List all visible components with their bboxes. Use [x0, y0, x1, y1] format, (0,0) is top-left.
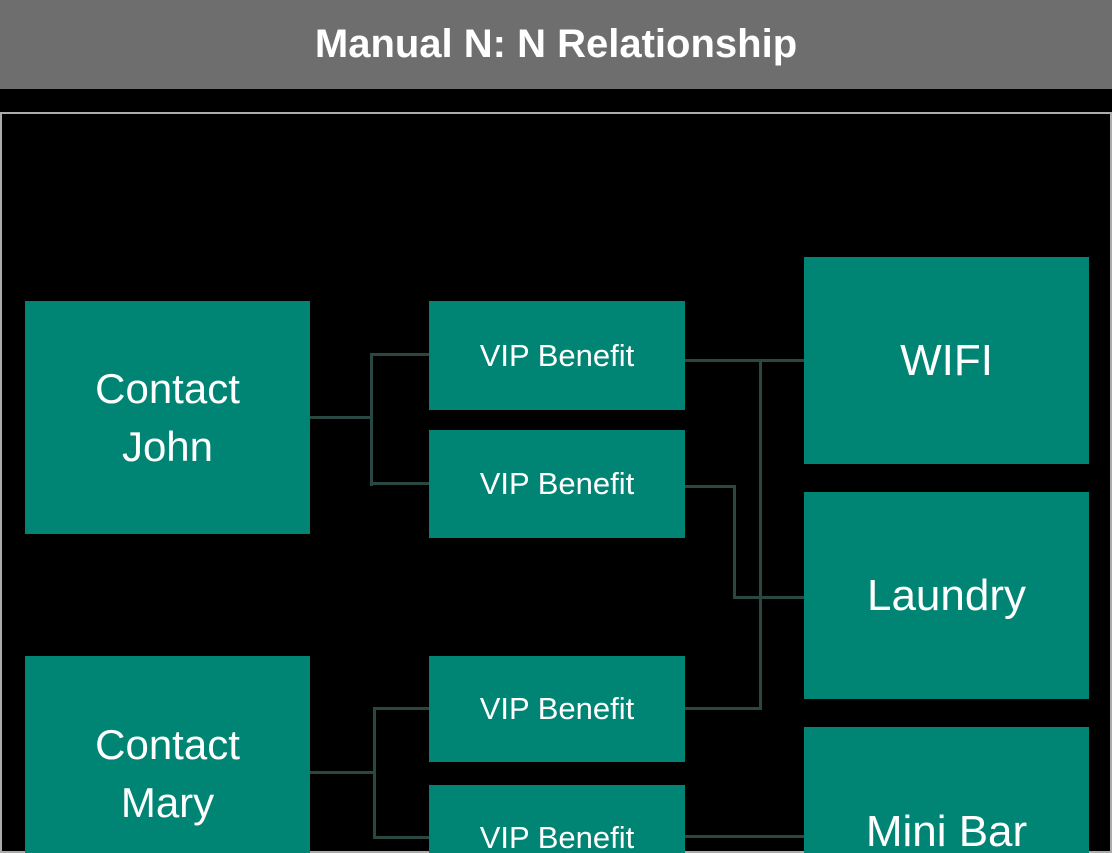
entity-vip-benefit-2: VIP Benefit	[429, 430, 685, 538]
entity-contact-mary: Contact Mary	[25, 656, 310, 853]
title-bar: Manual N: N Relationship	[0, 0, 1112, 89]
connector-john-to-vip2	[370, 482, 429, 485]
entity-laundry: Laundry	[804, 492, 1089, 699]
entity-label: VIP Benefit	[479, 337, 635, 373]
entity-contact-john: Contact John	[25, 301, 310, 534]
connector-mary-vertical	[373, 707, 376, 839]
entity-label: VIP Benefit	[479, 466, 635, 501]
entity-vip-benefit-1: VIP Benefit	[429, 301, 685, 410]
entity-label: VIP Benefit	[479, 691, 635, 726]
connector-mary-to-vip4	[373, 836, 429, 839]
entity-label: Contact Mary	[95, 721, 240, 826]
entity-label: WIFI	[900, 335, 993, 385]
entity-vip-benefit-3: VIP Benefit	[429, 656, 685, 762]
connector-vip4-to-minibar	[685, 835, 804, 838]
page-title: Manual N: N Relationship	[314, 22, 798, 66]
entity-mini-bar: Mini Bar	[804, 727, 1089, 853]
entity-vip-benefit-4: VIP Benefit	[429, 785, 685, 853]
entity-label: VIP Benefit	[479, 820, 635, 853]
connector-vip3-stub	[685, 707, 762, 710]
connector-john-vertical	[370, 353, 373, 486]
connector-vip3-trunk	[759, 359, 762, 710]
connector-vip2-vertical	[733, 485, 736, 599]
connector-mary-to-vip3	[373, 707, 429, 710]
entity-label: Mini Bar	[865, 806, 1028, 853]
entity-label: Laundry	[866, 570, 1026, 620]
connector-vip2-to-laundry	[733, 596, 804, 599]
entity-label: Contact John	[95, 365, 240, 470]
connector-john-to-vip1	[370, 353, 429, 356]
diagram-frame: Contact John Contact Mary VIP Benefit VI…	[0, 112, 1112, 853]
entity-wifi: WIFI	[804, 257, 1089, 464]
connector-mary-stub	[310, 771, 376, 774]
connector-vip1-to-wifi	[685, 359, 804, 362]
connector-john-stub	[310, 416, 373, 419]
connector-vip2-stub	[685, 485, 736, 488]
